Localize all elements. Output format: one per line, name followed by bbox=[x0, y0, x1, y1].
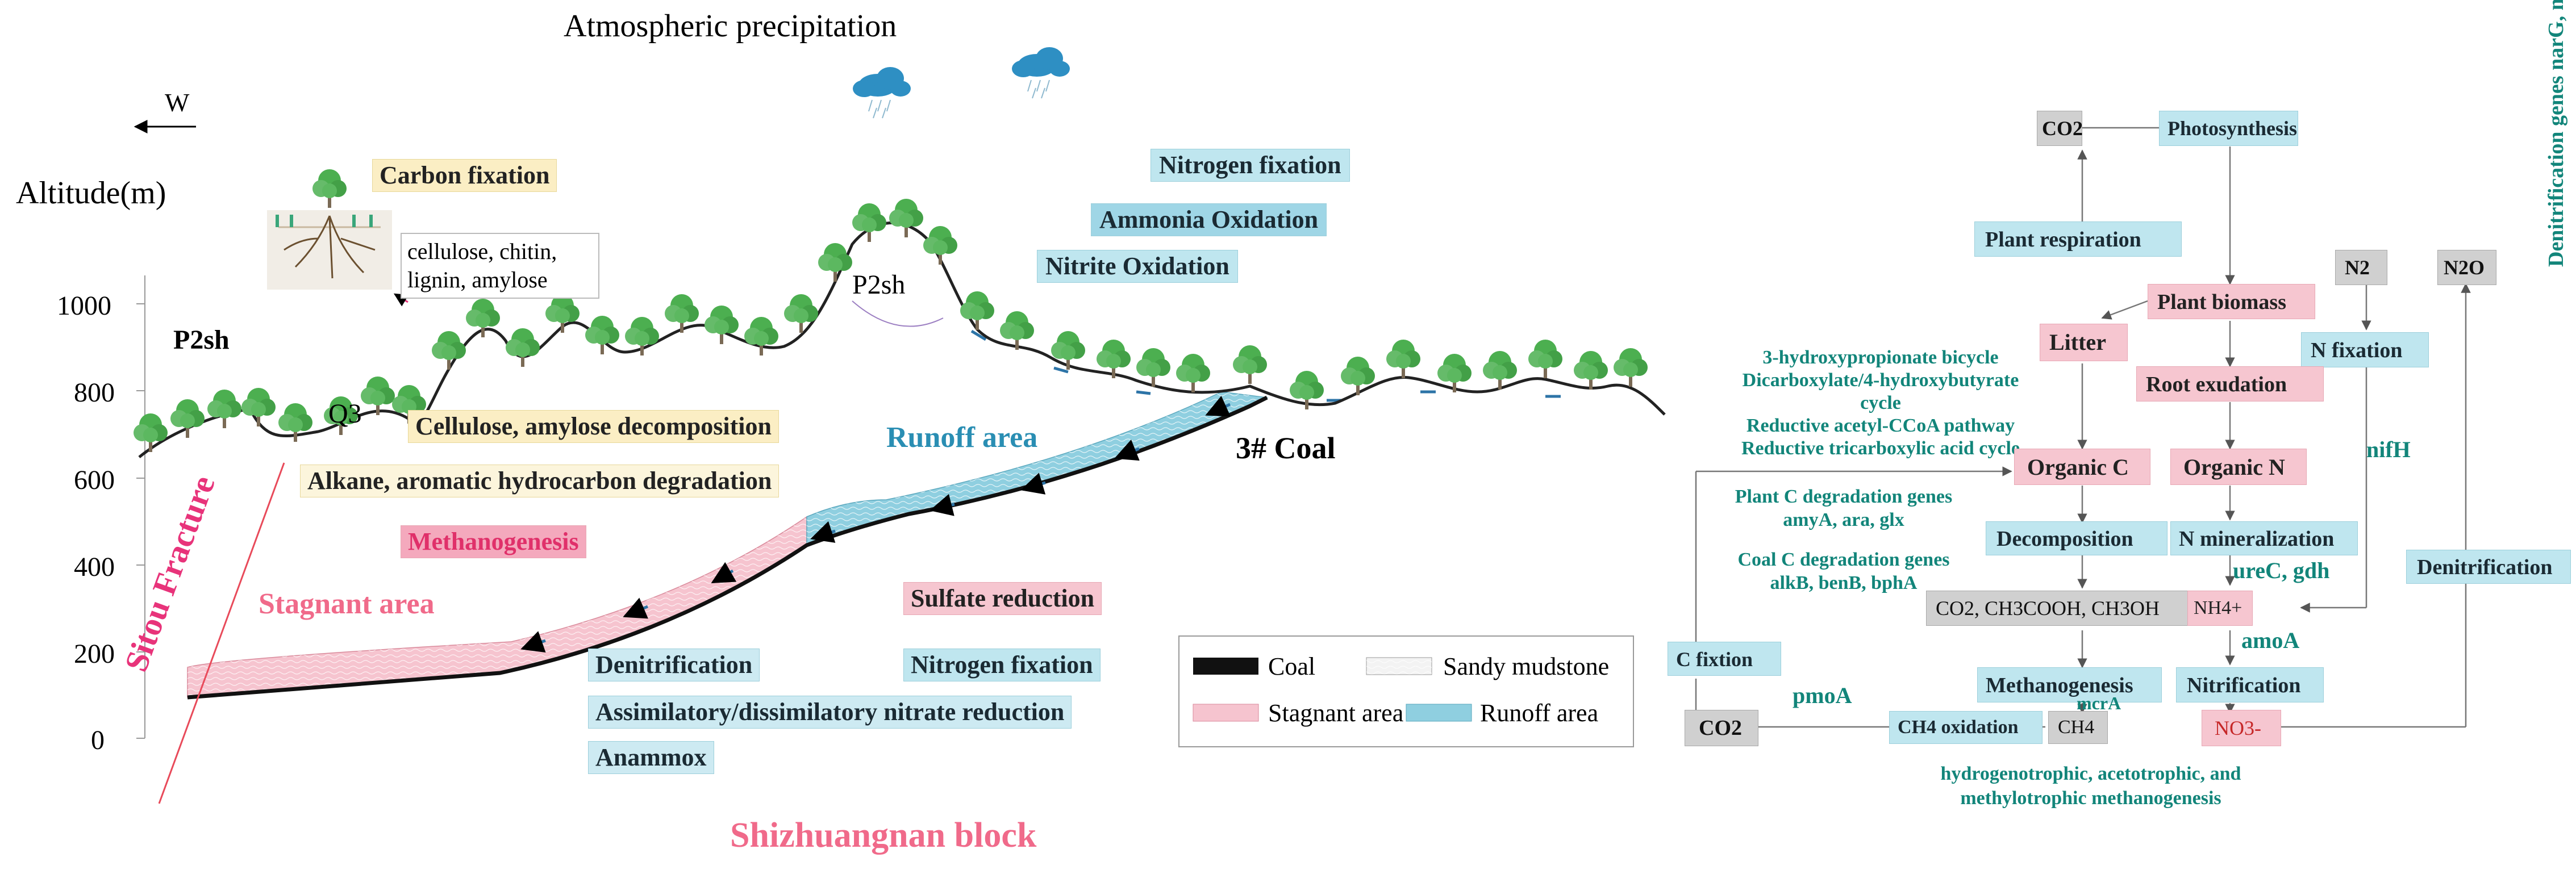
node-n2: N2 bbox=[2335, 250, 2387, 285]
gene-amoa: amoA bbox=[2241, 628, 2300, 653]
legend-label-runoff: Runoff area bbox=[1480, 699, 1599, 727]
node-ch4: CH4 bbox=[2048, 711, 2108, 744]
stratum-p2sh-left: P2sh bbox=[173, 325, 230, 355]
node-n-mineralization: N mineralization bbox=[2170, 521, 2358, 555]
plant-polymer-label: cellulose, chitin, lignin, amylose bbox=[401, 233, 599, 299]
node-litter: Litter bbox=[2040, 324, 2128, 361]
process-nitrogen-fixation-bottom: Nitrogen fixation bbox=[903, 649, 1101, 681]
node-plant-biomass: Plant biomass bbox=[2148, 284, 2315, 319]
coal-c-genes: Coal C degradation genes alkB, benB, bph… bbox=[1710, 549, 1977, 595]
direction-label: W bbox=[165, 88, 190, 117]
legend-swatch-coal bbox=[1193, 658, 1258, 675]
runoff-area-label: Runoff area bbox=[886, 421, 1038, 454]
carbon-fixation-pathways: 3-hydroxypropionate bicycle Dicarboxylat… bbox=[1721, 346, 2040, 461]
node-nh4: NH4+ bbox=[2187, 591, 2253, 626]
gene-nifh: nifH bbox=[2366, 437, 2411, 462]
node-plant-respiration: Plant respiration bbox=[1974, 221, 2182, 257]
rain-cloud-icon bbox=[1011, 47, 1070, 99]
pathway-item: 3-hydroxypropionate bicycle bbox=[1762, 347, 1999, 368]
node-nitrification: Nitrification bbox=[2176, 667, 2324, 702]
node-n-fixation: N fixation bbox=[2301, 332, 2429, 367]
plant-c-genes: Plant C degradation genes amyA, ara, glx bbox=[1710, 486, 1977, 532]
y-tick: 200 bbox=[74, 639, 115, 669]
node-photosynthesis: Photosynthesis bbox=[2159, 111, 2298, 146]
legend-label-sandy: Sandy mudstone bbox=[1443, 652, 1610, 680]
y-tick: 400 bbox=[74, 552, 115, 582]
stratum-q3: Q3 bbox=[328, 399, 362, 429]
process-sulfate-reduction: Sulfate reduction bbox=[903, 582, 1102, 615]
node-organic-n: Organic N bbox=[2170, 449, 2307, 485]
gene-line: amyA, ara, glx bbox=[1783, 509, 1904, 530]
process-carbon-fixation: Carbon fixation bbox=[372, 159, 557, 192]
y-tick: 1000 bbox=[57, 291, 111, 321]
process-nitrogen-fixation-top: Nitrogen fixation bbox=[1151, 149, 1350, 182]
node-organic-c: Organic C bbox=[2014, 449, 2150, 485]
process-nitrate-reduction: Assimilatory/dissimilatory nitrate reduc… bbox=[588, 696, 1072, 729]
node-denitrification: Denitrification bbox=[2406, 550, 2571, 584]
legend-box bbox=[1178, 635, 1634, 747]
gene-denitrification: Denitrification genes narG, nosZ bbox=[2544, 0, 2568, 267]
gene-line: alkB, benB, bphA bbox=[1770, 572, 1918, 593]
node-co2-bottom: CO2 bbox=[1685, 710, 1758, 746]
gene-pmoa: pmoA bbox=[1793, 683, 1852, 708]
flow-arrows bbox=[520, 329, 1561, 652]
methanogenesis-type-line: hydrogenotrophic, acetotrophic, and bbox=[1940, 763, 2241, 784]
stagnant-area-label: Stagnant area bbox=[259, 588, 435, 620]
rain-cloud-icon bbox=[852, 66, 911, 119]
process-methanogenesis: Methanogenesis bbox=[401, 525, 586, 558]
pathway-item: Reductive tricarboxylic acid cycle bbox=[1741, 438, 2020, 459]
process-alkane-degradation: Alkane, aromatic hydrocarbon degradation bbox=[300, 465, 780, 497]
altitude-label: Altitude(m) bbox=[16, 175, 166, 211]
stratum-boundary bbox=[852, 300, 944, 327]
diagram-title: Atmospheric precipitation bbox=[564, 9, 897, 44]
process-anammox: Anammox bbox=[588, 741, 714, 774]
node-n2o: N2O bbox=[2437, 250, 2496, 285]
gene-mcra: mcrA bbox=[2077, 693, 2121, 713]
pathway-item: Reductive acetyl-CCoA pathway bbox=[1746, 415, 2015, 437]
axis-ticks bbox=[136, 303, 145, 739]
node-no3: NO3- bbox=[2202, 710, 2281, 746]
node-ch4-oxidation: CH4 oxidation bbox=[1889, 711, 2043, 744]
gene-line: Coal C degradation genes bbox=[1737, 549, 1950, 570]
node-decomposition: Decomposition bbox=[1986, 521, 2167, 555]
node-c-fixation: C fixtion bbox=[1668, 642, 1781, 676]
methanogenesis-types: hydrogenotrophic, acetotrophic, and meth… bbox=[1909, 762, 2273, 810]
methanogenesis-type-line: methylotrophic methanogenesis bbox=[1960, 787, 2221, 809]
process-nitrite-oxidation: Nitrite Oxidation bbox=[1037, 250, 1238, 283]
gene-line: Plant C degradation genes bbox=[1735, 486, 1953, 507]
y-tick: 800 bbox=[74, 378, 115, 408]
sitou-fracture-line bbox=[158, 462, 285, 804]
coal-label: 3# Coal bbox=[1236, 431, 1336, 465]
legend-swatch-stagnant bbox=[1193, 704, 1259, 722]
plant-root-icon bbox=[267, 169, 392, 290]
process-cellulose-decomposition: Cellulose, amylose decomposition bbox=[408, 410, 779, 443]
node-methanogenesis: Methanogenesis bbox=[1977, 667, 2162, 702]
legend-label-stagnant: Stagnant area bbox=[1268, 699, 1404, 727]
block-label: Shizhuangnan block bbox=[730, 816, 1037, 855]
node-co2-top: CO2 bbox=[2037, 111, 2083, 146]
node-root-exudation: Root exudation bbox=[2136, 366, 2324, 401]
legend-swatch-runoff bbox=[1406, 704, 1472, 722]
legend-label-coal: Coal bbox=[1268, 652, 1316, 680]
process-ammonia-oxidation: Ammonia Oxidation bbox=[1091, 203, 1327, 236]
y-tick: 600 bbox=[74, 465, 115, 495]
gene-urec-gdh: ureC, gdh bbox=[2233, 558, 2330, 583]
y-tick: 0 bbox=[91, 725, 105, 755]
stratum-p2sh-peak: P2sh bbox=[852, 270, 906, 300]
process-denitrification: Denitrification bbox=[588, 649, 760, 681]
pathway-item: Dicarboxylate/4-hydroxybutyrate cycle bbox=[1742, 370, 2019, 414]
